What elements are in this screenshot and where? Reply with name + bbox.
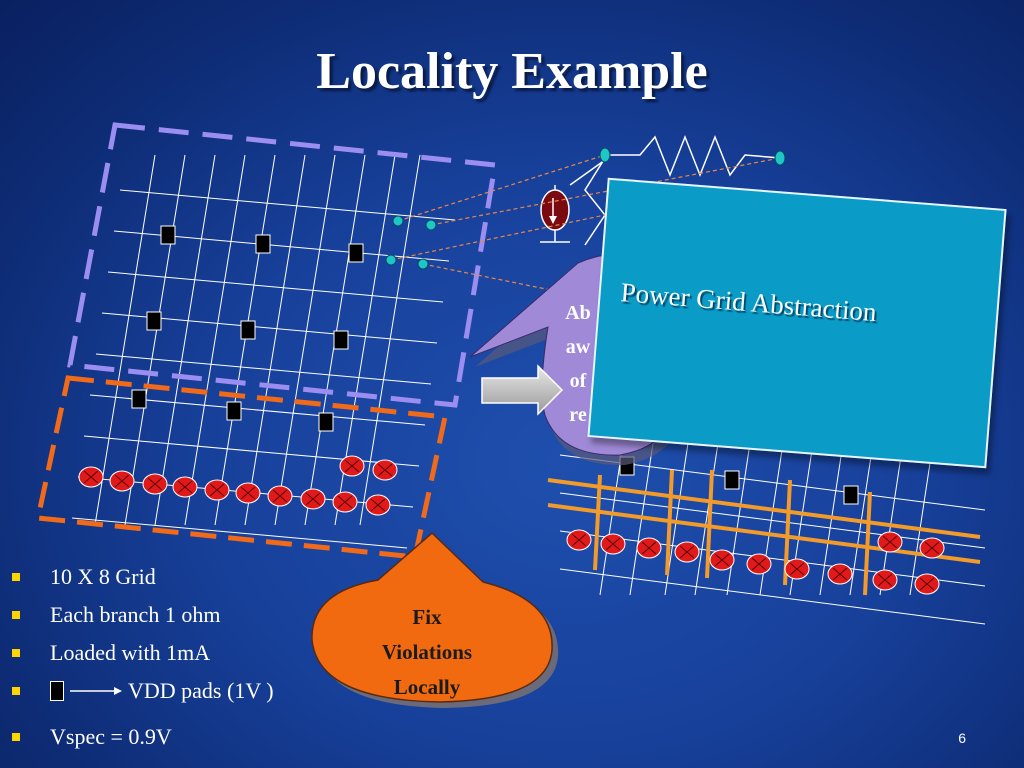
power-strap [593,474,602,571]
right-vdd-pads [619,456,859,505]
grid-line [274,154,336,526]
bullet-text: VDD pads (1V ) [128,678,274,703]
right-current-loads [566,529,945,595]
vdd-pad-icon [255,234,271,254]
bullet-square-icon [12,733,20,741]
vdd-pad-icon [131,389,147,409]
vdd-pad-icon [843,485,859,505]
orange-dashed-region [34,375,449,560]
fix-line-1: Fix [412,605,442,629]
power-strap [863,491,872,596]
bullet-text: Loaded with 1mA [50,640,211,665]
bullet-list: 10 X 8 Grid Each branch 1 ohm Loaded wit… [10,558,274,756]
grid-line [819,429,846,596]
grid-line [119,189,456,221]
grid-line [83,435,420,467]
grid-line [154,154,216,526]
bullet-square-icon [12,573,20,581]
bullet-square-icon [12,611,20,619]
bullet-item-vspec: Vspec = 0.9V [10,718,274,756]
power-strap [705,469,714,579]
grid-line [244,154,306,526]
vdd-pad-icon [240,320,256,340]
abstraction-callout-text: Ab aw of re [548,296,608,432]
vdd-pad-icon [318,412,334,432]
power-grid-abstraction-box: Power Grid Abstraction [587,177,1007,469]
grid-line [559,568,986,625]
grid-line [124,154,186,526]
fix-callout-text: Fix Violations Locally [352,600,502,705]
orange-power-straps [547,469,981,596]
slide-title: Locality Example [316,43,708,100]
power-strap [665,469,674,576]
grid-line [629,429,656,596]
abstraction-line-1: Ab [565,302,591,324]
vdd-pad-icon [348,243,364,263]
grid-line [94,154,156,526]
vdd-pad-icon [50,681,64,701]
bullet-item-load: Loaded with 1mA [10,634,274,672]
bullet-text: Vspec = 0.9V [50,724,172,749]
bullet-item-branch: Each branch 1 ohm [10,596,274,634]
purple-dashed-region [67,122,498,408]
bullet-item-vdd: VDD pads (1V ) [10,672,274,710]
power-strap [547,503,981,564]
grid-line [184,154,246,526]
power-grid-abstraction-label: Power Grid Abstraction [619,277,878,328]
grid-line [726,429,753,596]
resistor-icon [605,134,781,178]
bullet-square-icon [12,687,20,695]
abstraction-line-3: of [569,370,587,392]
grid-line [71,517,408,549]
left-vdd-pads [131,225,364,432]
bullet-item-grid: 10 X 8 Grid [10,558,274,596]
fix-line-2: Violations [381,640,473,664]
grid-line [95,353,432,385]
vdd-pad-icon [160,225,176,245]
grid-line [559,530,986,587]
abstraction-line-2: aw [565,336,591,358]
grid-line [107,271,444,303]
abstraction-line-4: re [569,404,587,426]
bullet-square-icon [12,649,20,657]
page-number: 6 [958,730,966,746]
grid-line [214,154,276,526]
pad-legend [50,681,122,701]
vdd-pad-icon [146,311,162,331]
fix-line-3: Locally [393,675,461,699]
grid-line [559,492,986,549]
bullet-text: 10 X 8 Grid [50,564,156,589]
vdd-pad-icon [724,470,740,490]
grid-line [359,154,421,526]
left-current-loads [78,455,398,516]
arrow-right-icon [481,364,564,416]
vdd-pad-icon [333,330,349,350]
arrow-right-icon [70,687,122,695]
power-strap [547,478,981,539]
fix-callout [311,531,553,703]
vdd-pad-icon [226,401,242,421]
resistor-network [540,134,781,246]
node-markers [385,147,786,270]
bullet-text: Each branch 1 ohm [50,602,221,627]
